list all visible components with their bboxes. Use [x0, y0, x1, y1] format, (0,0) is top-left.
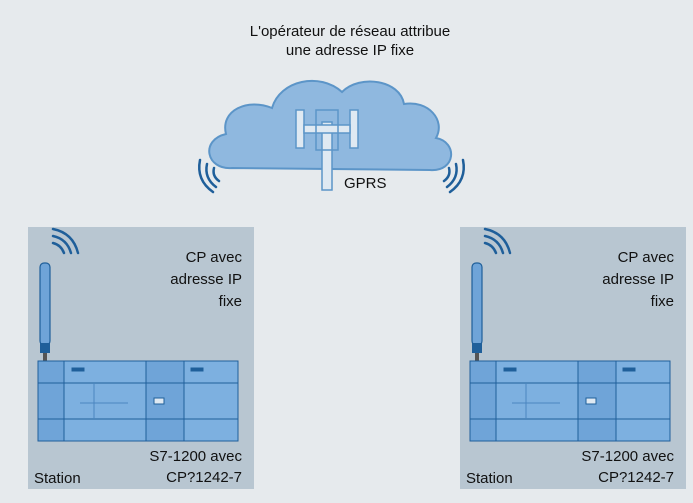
model-line-1: S7-1200 avec	[581, 448, 674, 465]
cp-line-3: fixe	[650, 293, 674, 310]
antenna-icon	[39, 262, 51, 361]
antenna-icon	[471, 262, 483, 361]
wireless-wave-right-icon	[442, 158, 465, 194]
model-label: S7-1200 avec CP?1242-7	[149, 446, 242, 488]
antenna-wave-icon	[483, 227, 512, 255]
title-line-1: L'opérateur de réseau attribue	[249, 23, 451, 40]
station-label: Station	[466, 470, 513, 487]
antenna-wave-icon	[51, 227, 80, 255]
cp-line-2: adresse IP	[602, 271, 674, 288]
model-line-2: CP?1242-7	[166, 469, 242, 486]
station-panel-1: CP avec adresse IP fixe Station S7-1200 …	[28, 227, 254, 489]
title-line-2: une adresse IP fixe	[285, 42, 415, 59]
plc-device-graphic	[469, 227, 671, 442]
cp-line-2: adresse IP	[170, 271, 242, 288]
wireless-wave-left-icon	[198, 158, 221, 194]
gprs-label: GPRS	[344, 175, 387, 192]
cp-line-1: CP avec	[617, 249, 674, 266]
cp-description: CP avec adresse IP fixe	[602, 247, 674, 313]
model-line-2: CP?1242-7	[598, 469, 674, 486]
model-label: S7-1200 avec CP?1242-7	[581, 446, 674, 488]
station-label: Station	[34, 470, 81, 487]
gprs-antenna-tower-icon	[295, 109, 359, 191]
diagram-title: L'opérateur de réseau attribue une adres…	[190, 22, 510, 60]
station-panel-2: CP avec adresse IP fixe Station S7-1200 …	[460, 227, 686, 489]
cp-line-1: CP avec	[185, 249, 242, 266]
model-line-1: S7-1200 avec	[149, 448, 242, 465]
s7-1200-plc-icon	[469, 360, 671, 442]
s7-1200-plc-icon	[37, 360, 239, 442]
cp-line-3: fixe	[218, 293, 242, 310]
plc-device-graphic	[37, 227, 239, 442]
cp-description: CP avec adresse IP fixe	[170, 247, 242, 313]
